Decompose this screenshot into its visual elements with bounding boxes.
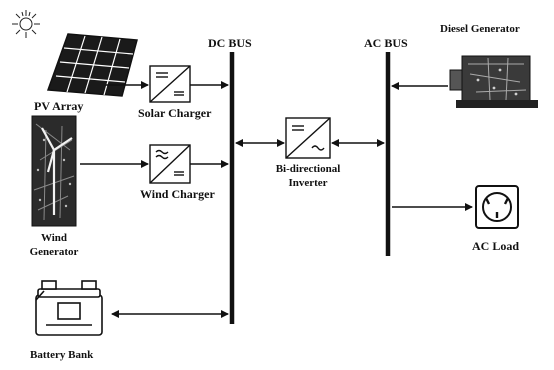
ac-outlet-icon [476, 186, 518, 228]
wind-generator-label-line1: Wind [16, 231, 92, 245]
bidirectional-inverter-icon [286, 118, 330, 158]
wind-generator-label: Wind Generator [16, 231, 92, 259]
wind-charger-label: Wind Charger [140, 188, 215, 200]
bidirectional-inverter-label: Bi-directional Inverter [260, 162, 356, 190]
battery-bank-label: Battery Bank [30, 350, 93, 361]
battery-icon [36, 281, 102, 335]
pv-array-icon [48, 34, 137, 96]
bidirectional-inverter-label-line1: Bi-directional [260, 162, 356, 176]
wind-charger-icon [150, 145, 190, 183]
sun-icon [12, 10, 40, 38]
solar-charger-label: Solar Charger [138, 107, 211, 119]
ac-bus-label: AC BUS [364, 37, 408, 49]
wind-generator-label-line2: Generator [16, 245, 92, 259]
diesel-generator-icon [450, 56, 538, 108]
diesel-generator-label: Diesel Generator [440, 24, 520, 35]
dc-bus-label: DC BUS [208, 37, 252, 49]
ac-load-label: AC Load [472, 240, 519, 252]
wind-generator-icon [32, 116, 76, 226]
bidirectional-inverter-label-line2: Inverter [260, 176, 356, 190]
pv-array-label: PV Array [34, 100, 83, 112]
solar-charger-icon [150, 66, 190, 102]
